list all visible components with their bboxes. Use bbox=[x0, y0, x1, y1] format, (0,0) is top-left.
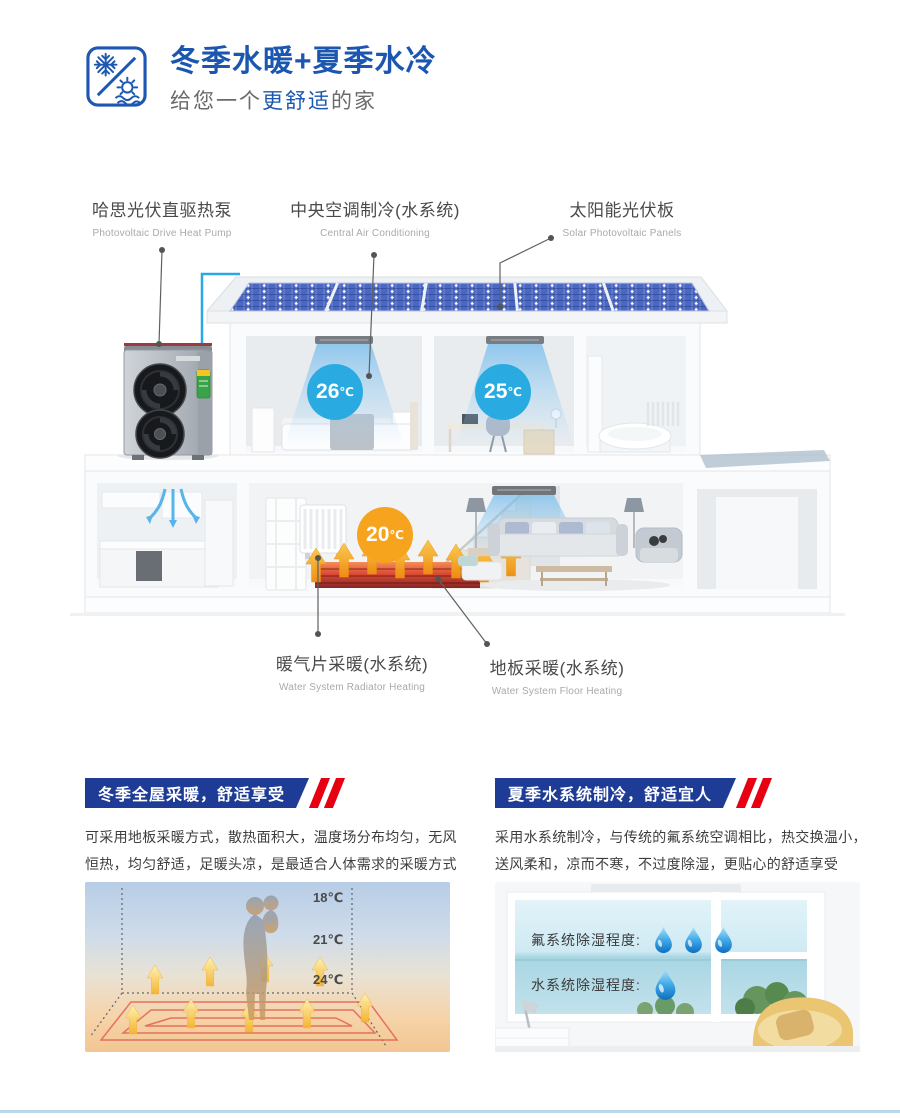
air-temp-label: 21℃ bbox=[313, 932, 344, 947]
summer-cooling-figure: 氟系统除湿程度: 水系统除湿程度: bbox=[495, 882, 860, 1052]
page-header: 冬季水暖+夏季水冷 给您一个更舒适的家 bbox=[85, 45, 437, 115]
summer-body-text: 采用水系统制冷，与传统的氟系统空调相比，热交换温小，送风柔和，凉而不寒，不过度除… bbox=[495, 829, 867, 873]
water-dehumidify-row: 水系统除湿程度: bbox=[531, 968, 678, 1001]
temp-badge-living-room: 20℃ bbox=[357, 507, 413, 563]
page-title: 冬季水暖+夏季水冷 bbox=[170, 45, 437, 78]
bottom-divider bbox=[0, 1110, 900, 1113]
water-drop-icon bbox=[654, 926, 672, 954]
temp-badge-study: 25℃ bbox=[475, 364, 531, 420]
callout-floor-heating: 地板采暖(水系统) Water System Floor Heating bbox=[489, 659, 625, 697]
section-heading: 夏季水系统制冷，舒适宜人 bbox=[495, 778, 736, 808]
callout-central-ac: 中央空调制冷(水系统) Central Air Conditioning bbox=[290, 201, 460, 239]
yellow-armchair bbox=[748, 997, 853, 1052]
kitchen-air-flow bbox=[146, 488, 200, 528]
section-heading: 冬季全屋采暖，舒适享受 bbox=[85, 778, 309, 808]
fluorine-dehumidify-row: 氟系统除湿程度: bbox=[531, 926, 734, 954]
winter-section: 冬季全屋采暖，舒适享受 可采用地板采暖方式，散热面积大，温度场分布均匀，无风恒热… bbox=[85, 778, 457, 1052]
upper-floor bbox=[229, 322, 701, 464]
air-temp-label: 24℃ bbox=[313, 972, 344, 987]
callout-radiator-heating: 暖气片采暖(水系统) Water System Radiator Heating bbox=[275, 655, 429, 693]
towel-radiator bbox=[646, 402, 680, 426]
summer-heading-banner: 夏季水系统制冷，舒适宜人 bbox=[495, 778, 867, 808]
solar-panels bbox=[229, 282, 710, 312]
callout-solar-panels: 太阳能光伏板 Solar Photovoltaic Panels bbox=[562, 201, 682, 239]
waves-glyph bbox=[114, 95, 141, 106]
water-drop-icon bbox=[655, 969, 676, 1000]
callout-heat-pump: 哈思光伏直驱热泵 Photovoltaic Drive Heat Pump bbox=[92, 201, 232, 239]
fan-bottom bbox=[135, 409, 185, 459]
house-cutaway-illustration bbox=[70, 235, 845, 647]
winter-heating-figure: 18℃ 21℃ 24℃ bbox=[85, 882, 450, 1052]
floor-heating-scene bbox=[89, 888, 399, 1047]
sun-glyph bbox=[116, 76, 139, 96]
energy-label bbox=[196, 369, 211, 399]
snowflake-glyph bbox=[93, 52, 118, 77]
leader-lines bbox=[158, 237, 552, 645]
sofa-set bbox=[458, 498, 683, 591]
interior-window-scene bbox=[495, 884, 860, 1052]
temp-badge-bedroom: 26℃ bbox=[307, 364, 363, 420]
fan-top bbox=[133, 363, 187, 417]
winter-heading-banner: 冬季全屋采暖，舒适享受 bbox=[85, 778, 457, 808]
roof bbox=[206, 276, 728, 324]
heat-pump-unit bbox=[118, 343, 218, 460]
annex-skylight bbox=[700, 450, 830, 468]
winter-body-text: 可采用地板采暖方式，散热面积大，温度场分布均匀，无风恒热，均匀舒适，足暖头凉，是… bbox=[85, 829, 457, 873]
water-drop-icon bbox=[714, 926, 732, 954]
leader-dots bbox=[156, 235, 554, 647]
mother-child-silhouette bbox=[243, 895, 279, 1020]
page-subtitle: 给您一个更舒适的家 bbox=[170, 90, 377, 113]
water-drop-icon bbox=[684, 926, 702, 954]
air-temp-label: 18℃ bbox=[313, 890, 344, 905]
sea-view bbox=[515, 959, 711, 1014]
water-drops bbox=[653, 968, 678, 1001]
snowflake-sun-icon bbox=[85, 45, 148, 108]
lower-floor bbox=[84, 470, 831, 598]
water-drops bbox=[653, 926, 734, 954]
summer-section: 夏季水系统制冷，舒适宜人 采用水系统制冷，与传统的氟系统空调相比，热交换温小，送… bbox=[495, 778, 867, 1052]
